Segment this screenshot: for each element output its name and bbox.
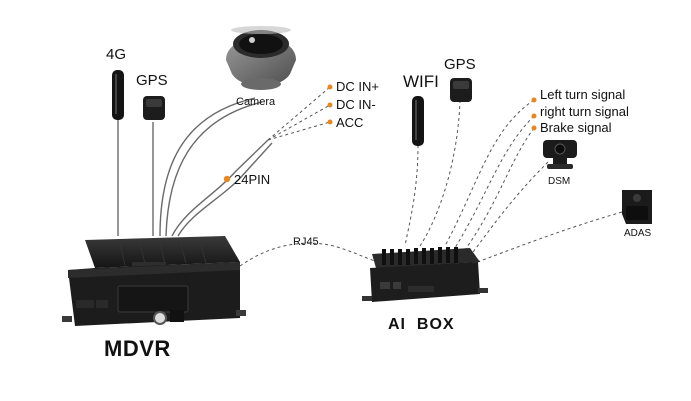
label-right-turn: right turn signal [540, 104, 629, 119]
gps-left-icon [143, 96, 165, 120]
dsm-camera-icon [543, 140, 577, 169]
gps-right-icon [450, 78, 472, 102]
label-acc: ACC [336, 115, 364, 130]
label-dc-in-minus: DC IN- [336, 97, 376, 112]
antenna-wifi-icon [412, 96, 424, 146]
mdvr-device-icon [62, 236, 246, 326]
wire-dsm [469, 161, 549, 257]
connector-dots [223, 84, 537, 183]
wire-brake [464, 127, 535, 251]
wire-right-turn [454, 115, 535, 249]
label-ai-box: AI BOX [388, 316, 455, 333]
dashed-cables [239, 86, 623, 267]
wire-gps-right [419, 99, 461, 247]
label-4g: 4G [106, 46, 127, 63]
wire-left-turn [444, 99, 535, 247]
dot-dc-plus [327, 84, 333, 90]
solid-cables [117, 97, 273, 237]
label-adas: ADAS [624, 228, 652, 239]
dot-left-turn [531, 97, 537, 103]
label-left-turn: Left turn signal [540, 87, 626, 102]
label-gps-left: GPS [136, 72, 168, 89]
label-dsm: DSM [548, 176, 571, 187]
dome-camera-icon [226, 26, 296, 90]
wire-acc [267, 121, 331, 141]
antenna-4g-icon [112, 70, 124, 120]
dot-right-turn [531, 113, 537, 119]
wire-dc-minus [267, 104, 331, 141]
dot-24pin [223, 175, 231, 183]
dot-acc [327, 119, 333, 125]
cable-camera-a [159, 97, 256, 237]
label-dc-in-plus: DC IN+ [336, 79, 379, 94]
wire-adas [471, 211, 623, 265]
label-camera: Camera [236, 96, 276, 108]
wire-wifi [404, 144, 419, 247]
label-rj45: RJ45 [293, 236, 319, 248]
cable-24pin-b [177, 142, 273, 237]
label-wifi: WIFI [403, 72, 439, 91]
cable-camera-b [165, 101, 263, 237]
dot-brake [531, 125, 537, 131]
cable-24pin-a [171, 139, 269, 237]
label-mdvr: MDVR [104, 336, 171, 361]
ai-box-device-icon [362, 247, 488, 302]
label-24pin: 24PIN [234, 172, 271, 187]
label-brake: Brake signal [540, 120, 612, 135]
adas-camera-icon [622, 190, 652, 224]
label-gps-right: GPS [444, 56, 476, 73]
wire-dc-plus [267, 86, 331, 141]
dot-dc-minus [327, 102, 333, 108]
